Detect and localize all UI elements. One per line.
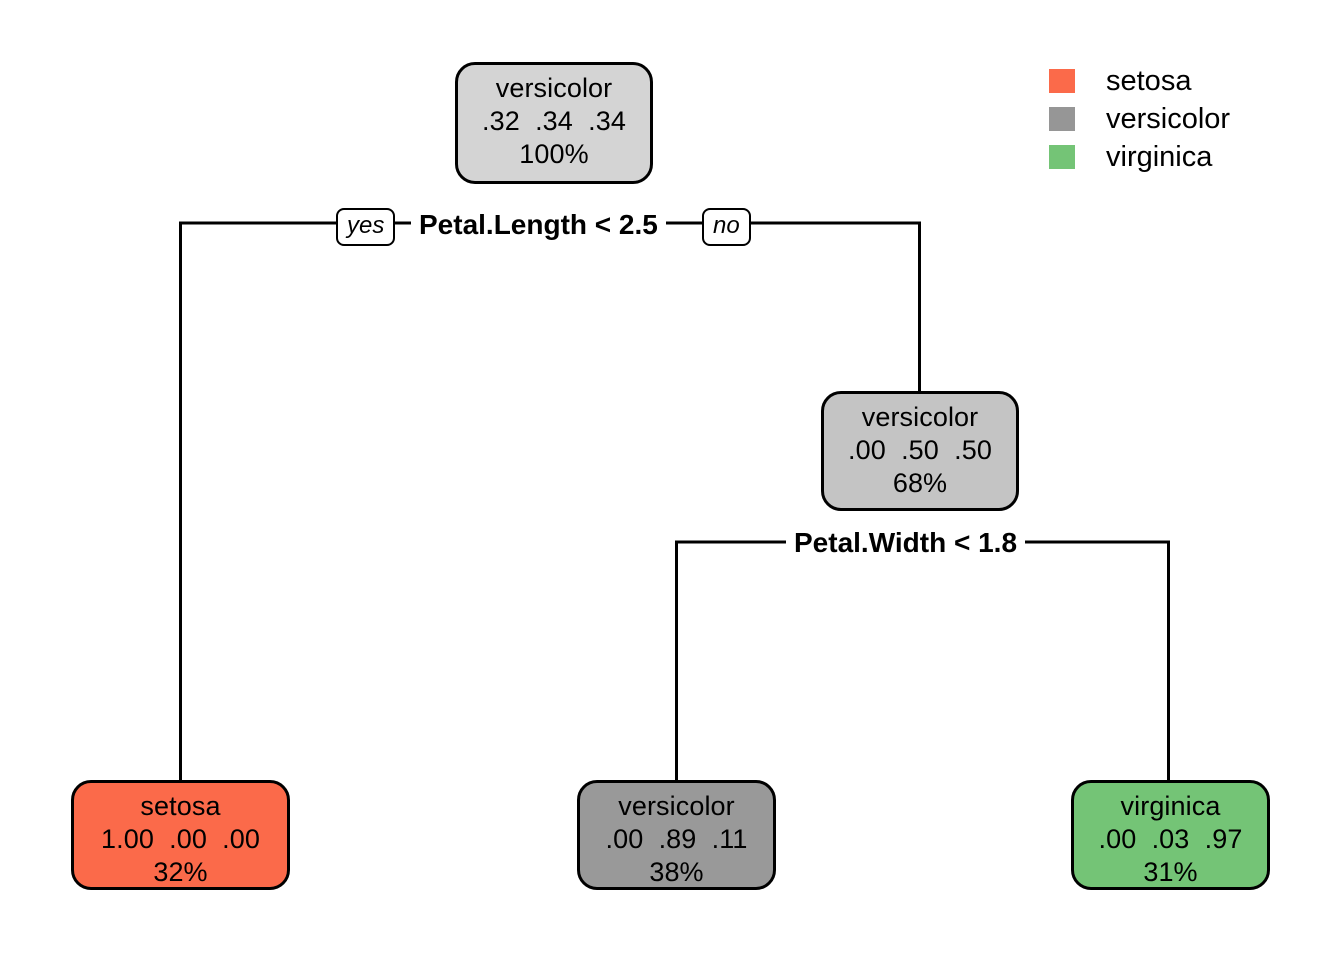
tree-node-root[interactable]: versicolor .32 .34 .34 100%	[455, 62, 653, 184]
class-legend: setosa versicolor virginica	[1049, 62, 1230, 176]
node-probabilities: .00 .50 .50	[848, 434, 992, 465]
legend-label-setosa: setosa	[1106, 64, 1192, 97]
node-probabilities: 1.00 .00 .00	[100, 823, 261, 854]
node-percent: 68%	[892, 467, 948, 498]
legend-label-virginica: virginica	[1106, 140, 1213, 173]
legend-swatch-versicolor	[1049, 107, 1075, 131]
split1-condition-label: Petal.Length < 2.5	[411, 211, 666, 239]
tree-node-3[interactable]: versicolor .00 .50 .50 68%	[821, 391, 1019, 511]
legend-item-virginica: virginica	[1049, 138, 1230, 176]
node-percent: 100%	[519, 138, 589, 169]
tree-leaf-virginica[interactable]: virginica .00 .03 .97 31%	[1071, 780, 1270, 890]
node-class-label: setosa	[140, 791, 221, 821]
legend-swatch-virginica	[1049, 145, 1075, 169]
node-class-label: virginica	[1120, 791, 1221, 821]
tree-leaf-versicolor[interactable]: versicolor .00 .89 .11 38%	[577, 780, 776, 890]
node-percent: 38%	[649, 856, 704, 887]
node-class-label: versicolor	[618, 791, 735, 821]
legend-swatch-setosa	[1049, 69, 1075, 93]
node-percent: 31%	[1143, 856, 1198, 887]
legend-label-versicolor: versicolor	[1106, 102, 1231, 135]
split1-no-badge[interactable]: no	[702, 208, 751, 246]
node-percent: 32%	[153, 856, 208, 887]
legend-item-setosa: setosa	[1049, 62, 1230, 100]
node-probabilities: .00 .03 .97	[1098, 823, 1243, 854]
node-probabilities: .32 .34 .34	[482, 105, 626, 136]
node-class-label: versicolor	[861, 402, 979, 432]
node-class-label: versicolor	[495, 73, 613, 103]
split1-yes-badge[interactable]: yes	[336, 208, 396, 246]
legend-item-versicolor: versicolor	[1049, 100, 1230, 138]
node-probabilities: .00 .89 .11	[605, 823, 748, 854]
tree-leaf-setosa[interactable]: setosa 1.00 .00 .00 32%	[71, 780, 290, 890]
split2-condition-label: Petal.Width < 1.8	[786, 529, 1026, 557]
